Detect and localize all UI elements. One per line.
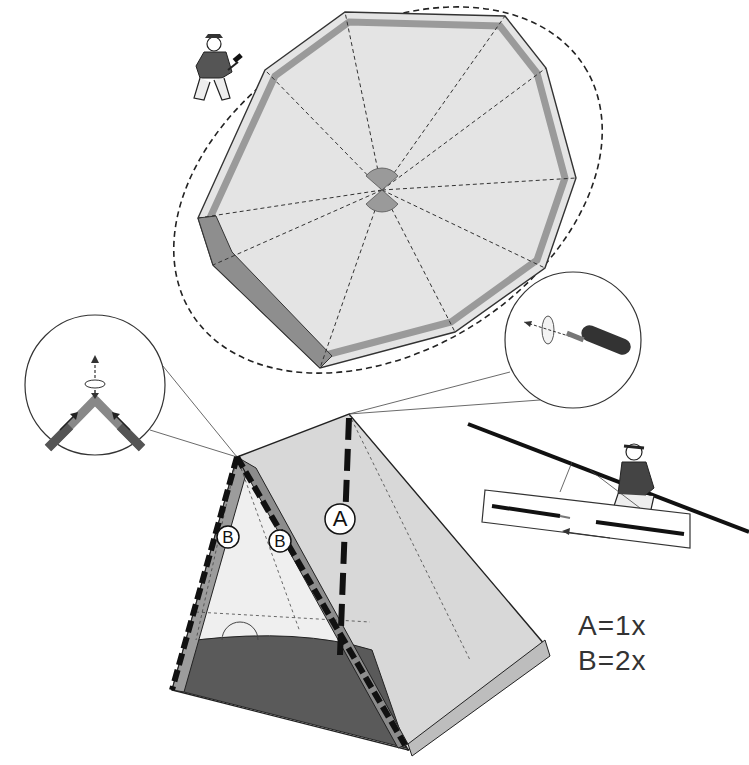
back-door-arch <box>222 622 258 640</box>
seam-line <box>382 190 545 268</box>
callout-letter: B <box>268 529 292 553</box>
hammer-handle <box>228 62 238 70</box>
door-opening <box>172 457 408 750</box>
seam-line <box>349 414 470 660</box>
callout-letter: A <box>324 503 356 535</box>
arrow-head <box>562 528 570 535</box>
leader-line <box>560 462 572 492</box>
pole-segment <box>48 426 70 448</box>
leader-line <box>590 470 640 508</box>
person-body <box>196 52 232 78</box>
pole-joint <box>48 400 142 448</box>
person-assembling <box>612 444 654 514</box>
quantity-note: B=2x <box>578 647 647 675</box>
person-hammering <box>194 34 243 100</box>
seam-line <box>213 190 382 265</box>
person-headband <box>624 446 644 448</box>
pole-b <box>172 457 237 690</box>
seam-line <box>382 16 505 190</box>
arrow-head <box>524 321 532 327</box>
person-body <box>618 462 654 500</box>
front-panel <box>172 457 246 692</box>
pole-pin <box>566 331 585 342</box>
seam-line <box>237 457 300 632</box>
person-legs <box>194 78 230 100</box>
arrow-head <box>112 412 120 420</box>
grommet-disk <box>85 380 105 388</box>
detail-circle <box>505 272 641 408</box>
callout-letter: B <box>216 525 240 549</box>
callout-ring <box>269 530 291 552</box>
seam-line <box>320 190 382 368</box>
detail-box <box>482 490 690 548</box>
join-arrow <box>566 532 610 538</box>
seam-line <box>345 12 382 190</box>
detail-circle <box>25 315 165 455</box>
front-panel <box>237 457 408 748</box>
arrow-head <box>91 355 99 363</box>
quantity-note: A=1x <box>578 612 647 640</box>
callout-ring <box>217 526 239 548</box>
pole-end <box>579 323 633 357</box>
person-hat <box>205 34 223 38</box>
pole-pin <box>560 516 570 518</box>
pole-segment <box>596 522 684 534</box>
center-patch <box>366 168 398 212</box>
hammer-head <box>233 53 243 63</box>
pole-callout: B <box>216 525 240 549</box>
pole-callout: B <box>268 529 292 553</box>
peg-ellipse <box>106 0 669 449</box>
leader-line <box>150 430 237 457</box>
person-head <box>207 37 221 51</box>
arrow-head <box>91 393 99 399</box>
seam-line <box>382 68 546 190</box>
pole-segment <box>492 506 560 516</box>
pole-callout: A <box>324 503 356 535</box>
seam-line <box>382 178 576 190</box>
pole-segment <box>120 426 142 448</box>
door-panel <box>198 216 332 368</box>
seam-line <box>265 70 382 190</box>
pole-a <box>340 418 349 655</box>
seam-line <box>198 190 382 218</box>
arrow-head <box>70 412 78 420</box>
grommet-disk <box>542 316 554 344</box>
leader-line <box>349 400 540 414</box>
tent-wall <box>408 640 550 756</box>
pole-b <box>237 457 405 745</box>
seam-line <box>382 190 455 332</box>
callout-ring <box>325 504 355 534</box>
leader-line <box>158 360 237 457</box>
